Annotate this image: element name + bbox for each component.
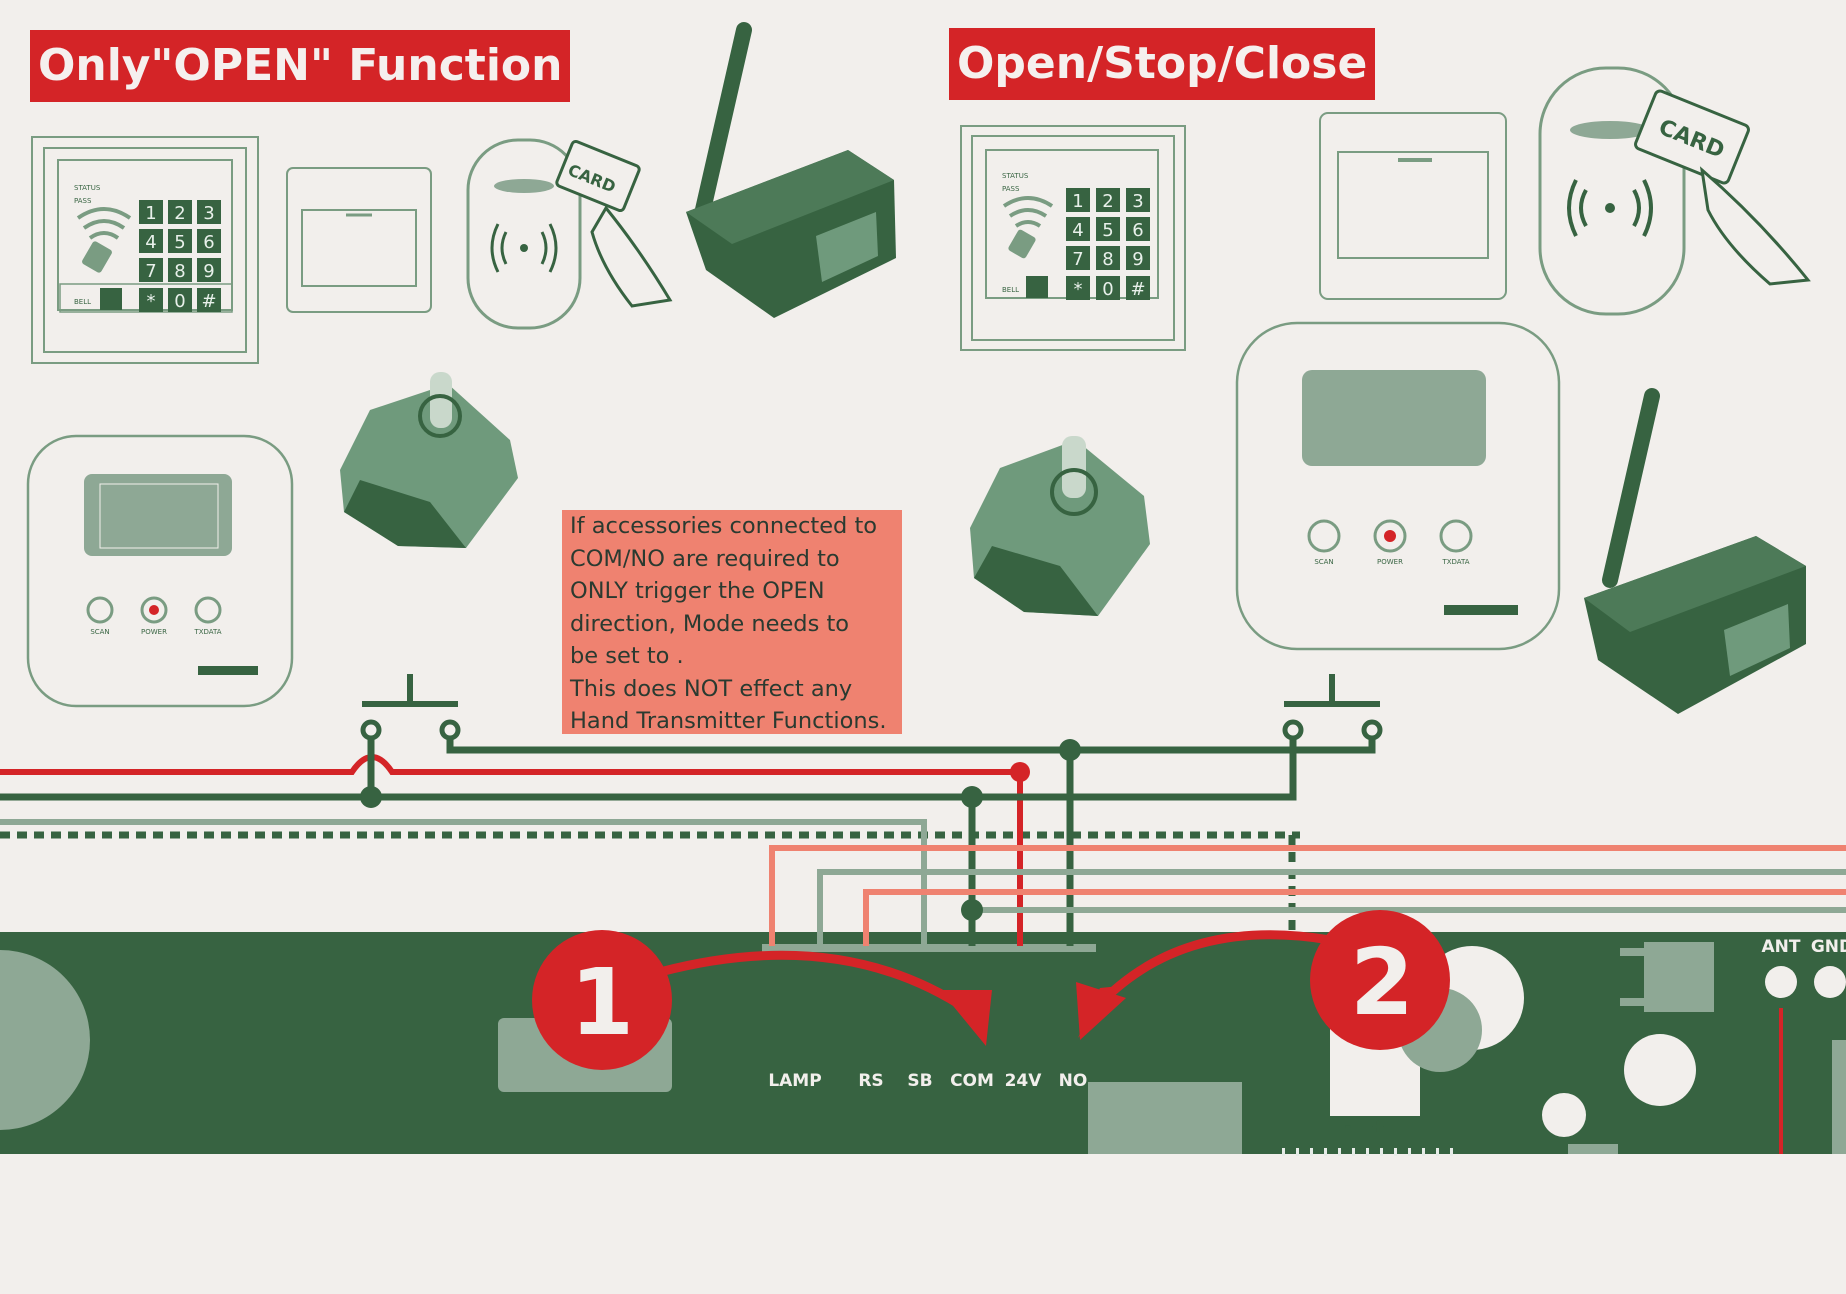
keypad-left [31,136,259,364]
note-line: direction, Mode needs to [570,610,850,637]
arrows [532,910,1450,1070]
title-open-stop-close-text: Open/Stop/Close [957,38,1368,89]
card-reader-left [466,138,673,330]
indoor-unit-right [1235,321,1561,651]
note-box: If accessories connected to COM/NO are r… [562,510,902,734]
gsm-module-right [1584,388,1806,714]
title-open-only-text: Only"OPEN" Function [38,40,563,91]
key-switch-right [970,436,1150,616]
note-line: be set to . [570,643,684,669]
gsm-module-left [686,22,896,318]
note-line: If accessories connected to [570,513,878,539]
keypad-right [960,125,1186,351]
note-line: ONLY trigger the OPEN [570,578,825,604]
card-reader-right [1538,66,1811,316]
note-line: COM/NO are required to [570,545,840,572]
wiring [0,674,1846,946]
note-line: This does NOT effect any [570,675,853,702]
title-open-stop-close: Open/Stop/Close [949,28,1376,100]
title-open-only: Only"OPEN" Function [30,30,571,102]
key-switch-left [340,372,518,548]
control-board [0,932,1846,1156]
wall-switches [286,112,1507,313]
note-line: Hand Transmitter Functions. [570,708,887,734]
indoor-unit-left [26,434,294,708]
